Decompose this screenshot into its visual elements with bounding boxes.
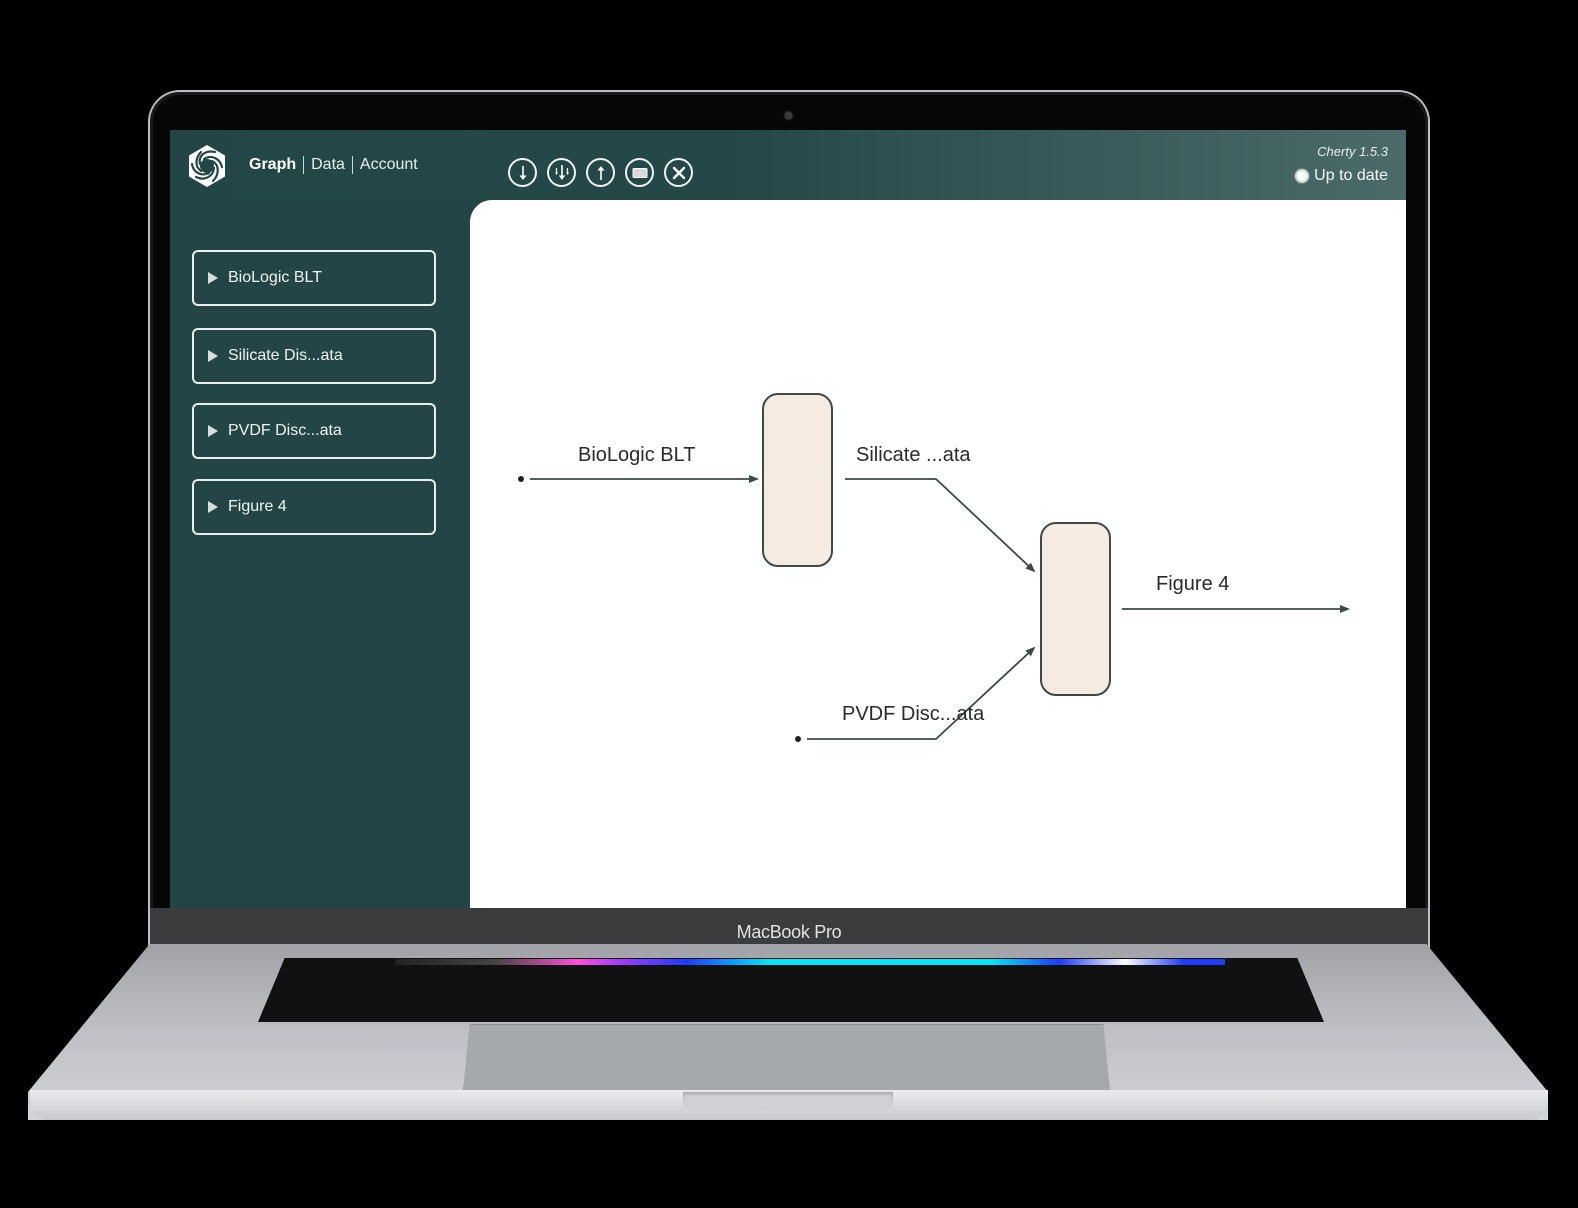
sidebar — [170, 200, 470, 908]
sidebar-item-label: Figure 4 — [228, 498, 287, 515]
device-brand-label: MacBook Pro — [736, 922, 842, 942]
expand-triangle-icon — [208, 350, 218, 362]
close-icon — [672, 166, 685, 179]
arrow-down-icon — [519, 165, 526, 180]
process-node-2[interactable] — [1040, 522, 1111, 696]
nav-data[interactable]: Data — [311, 156, 345, 173]
edge-label-biologic-blt[interactable]: BioLogic BLT — [578, 444, 696, 466]
app-version: Cherty 1.5.3 — [1317, 144, 1388, 159]
process-node-1[interactable] — [762, 393, 833, 567]
sidebar-item-pvdf[interactable]: PVDF Disc...ata — [192, 403, 436, 459]
camera — [785, 112, 792, 119]
graph-edges — [518, 475, 1350, 742]
nav-divider — [303, 156, 305, 174]
cherty-logo-icon — [184, 143, 230, 189]
edge-label-silicate[interactable]: Silicate ...ata — [856, 444, 971, 466]
status-text: Up to date — [1314, 167, 1388, 184]
graph-toolbar — [508, 158, 693, 187]
edge-label-figure-4[interactable]: Figure 4 — [1156, 573, 1230, 595]
main-nav: Graph Data Account — [249, 156, 418, 174]
graph-canvas[interactable]: BioLogic BLT Silicate ...ata PVDF Disc..… — [470, 200, 1406, 908]
multi-arrow-down-icon — [554, 164, 569, 180]
nav-account[interactable]: Account — [359, 156, 418, 173]
nav-graph[interactable]: Graph — [249, 156, 297, 173]
expand-triangle-icon — [208, 425, 218, 437]
keyboard — [258, 958, 1324, 1022]
expand-triangle-icon — [208, 501, 218, 513]
sidebar-item-figure-4[interactable]: Figure 4 — [192, 479, 436, 535]
header-bar — [170, 130, 1406, 200]
import-all-button[interactable] — [547, 158, 576, 187]
edge-label-pvdf[interactable]: PVDF Disc...ata — [842, 703, 985, 725]
import-button[interactable] — [508, 158, 537, 187]
trackpad — [463, 1024, 1110, 1092]
rectangle-icon — [632, 167, 647, 178]
close-button[interactable] — [664, 158, 693, 187]
update-status: Up to date — [1295, 167, 1388, 185]
arrow-up-icon — [597, 165, 604, 180]
sidebar-item-silicate[interactable]: Silicate Dis...ata — [192, 328, 436, 384]
nav-divider — [351, 156, 353, 174]
frame-button[interactable] — [625, 158, 654, 187]
sidebar-item-biologic-blt[interactable]: BioLogic BLT — [192, 250, 436, 306]
touch-bar — [395, 959, 1225, 965]
expand-triangle-icon — [208, 272, 218, 284]
app-window: Graph Data Account — [170, 130, 1406, 908]
sidebar-item-label: PVDF Disc...ata — [228, 422, 342, 439]
status-radio-icon — [1295, 169, 1310, 183]
sidebar-item-label: Silicate Dis...ata — [228, 347, 343, 364]
sidebar-item-label: BioLogic BLT — [228, 269, 322, 286]
lid-notch — [683, 1092, 893, 1110]
export-button[interactable] — [586, 158, 615, 187]
